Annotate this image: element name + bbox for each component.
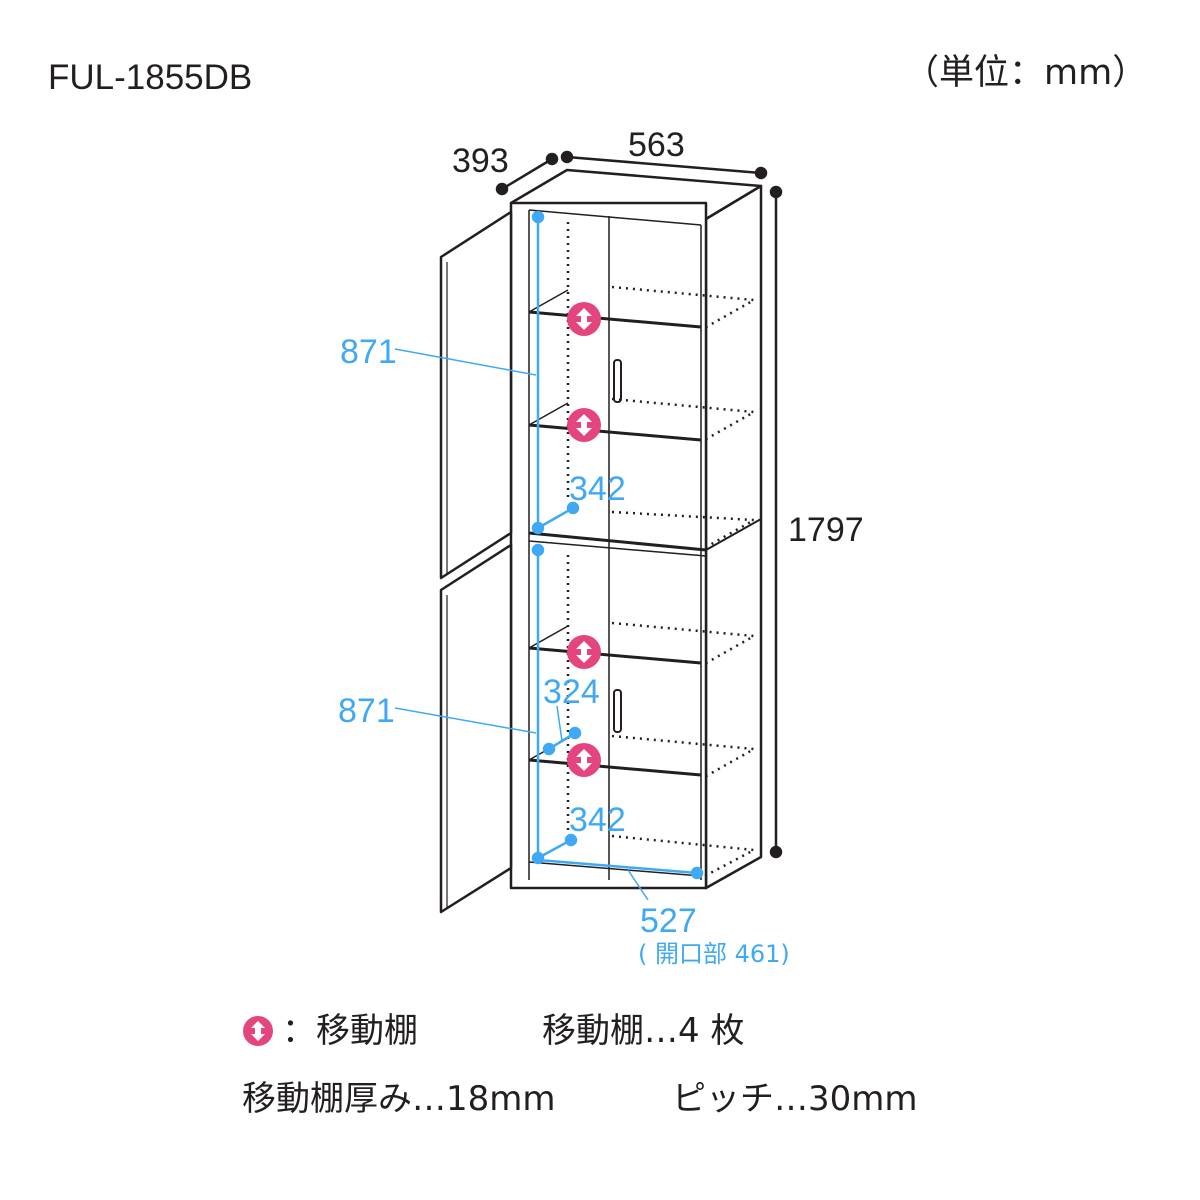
up-down-arrow-icon [567, 408, 601, 442]
hidden-shelf-lines [566, 222, 759, 880]
up-down-arrow-icon [243, 1016, 273, 1046]
cabinet-outline [509, 168, 763, 890]
upper-door [439, 210, 513, 580]
upper-door-label: 871 [340, 333, 397, 371]
shelf-thickness: 移動棚厚み…18mm [242, 1079, 556, 1119]
unit-label: （単位：mm） [904, 53, 1148, 93]
opening-label: ( 開口部 461) [638, 940, 790, 968]
model-number: FUL-1855DB [48, 58, 253, 97]
height-label: 1797 [788, 511, 864, 549]
legend-movable-shelf-label: ：移動棚 [282, 1011, 418, 1051]
doors [439, 210, 513, 914]
lower-door-label: 871 [338, 692, 395, 730]
inner-dimensions [394, 210, 704, 901]
lower-inner-depth-label: 342 [569, 801, 626, 839]
middle-inner-depth-label: 324 [543, 673, 600, 711]
shelf-pitch: ピッチ…30mm [672, 1079, 918, 1119]
legend-movable-shelf: ：移動棚 [242, 1014, 418, 1048]
upper-inner-depth-label: 342 [569, 470, 626, 508]
width-label: 563 [628, 126, 685, 164]
up-down-arrow-icon [567, 635, 601, 669]
depth-label: 393 [452, 142, 509, 180]
up-down-arrow-icon [567, 743, 601, 777]
inner-width-label: 527 [640, 902, 697, 940]
up-down-arrow-icon [567, 302, 601, 336]
lower-door [439, 543, 513, 914]
shelf-count: 移動棚…4 枚 [542, 1011, 745, 1051]
outer-dimensions [495, 150, 783, 859]
